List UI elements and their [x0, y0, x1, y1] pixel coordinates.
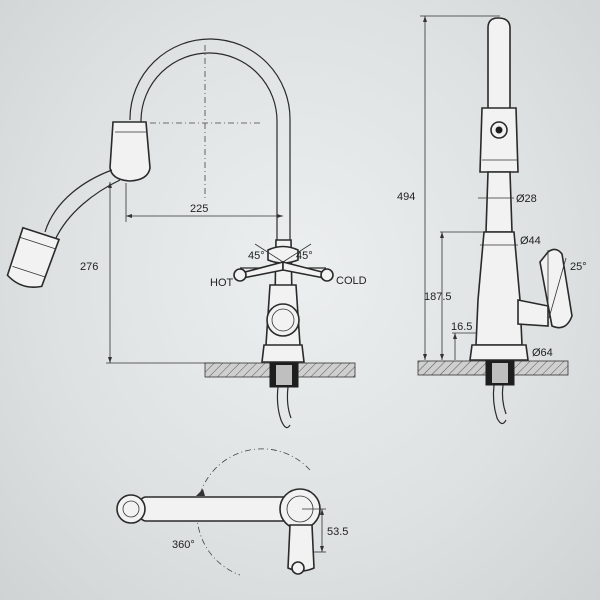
side-view: 494 Ø28 Ø44 25° 187.5 16.5: [397, 15, 587, 425]
neck-collar: [267, 245, 299, 264]
lever-angle-label: 25°: [570, 261, 587, 273]
rotation-label: 360°: [172, 539, 195, 551]
hot-label: HOT: [210, 277, 234, 289]
side-supply-hose: [492, 384, 507, 425]
base-diameter-label: Ø64: [532, 347, 553, 359]
cold-label: COLD: [336, 275, 367, 287]
side-base: [469, 344, 529, 361]
spray-hose-lower: [54, 179, 121, 241]
spray-hose-upper: [44, 169, 113, 233]
side-spray-head: [479, 107, 519, 173]
total-height-label: 494: [397, 191, 415, 203]
rotation-arc: [196, 448, 311, 576]
body-diameter-label: Ø44: [520, 235, 541, 247]
base-offset-label: 16.5: [451, 321, 472, 333]
spout-outer-edge: [129, 38, 291, 250]
spray-head-extended: [6, 226, 61, 288]
front-view: 225 276 45° 45° HOT COLD: [6, 38, 367, 429]
top-spout-arm: [139, 496, 301, 522]
supply-hose-cold: [286, 386, 292, 419]
hot-angle-label: 45°: [248, 250, 265, 262]
spout-inner-edge: [140, 52, 278, 250]
faucet-base: [261, 344, 305, 363]
spout-height-label: 276: [80, 261, 98, 273]
spray-head-docked: [109, 121, 151, 182]
side-lever-base: [517, 299, 549, 327]
hot-lever-knob: [233, 268, 247, 282]
top-view: 360° 53.5: [116, 448, 348, 576]
supply-hose-hot: [276, 386, 291, 429]
side-body: [475, 231, 523, 346]
spout-diameter-label: Ø28: [516, 193, 537, 205]
reach-dimension-label: 225: [190, 203, 208, 215]
side-spout-tube: [487, 17, 511, 111]
side-neck: [485, 171, 513, 233]
top-spray-head: [116, 494, 146, 524]
cold-lever-knob: [320, 268, 334, 282]
lever-offset-label: 53.5: [327, 526, 348, 538]
cold-angle-label: 45°: [296, 250, 313, 262]
body-height-label: 187.5: [424, 291, 452, 303]
